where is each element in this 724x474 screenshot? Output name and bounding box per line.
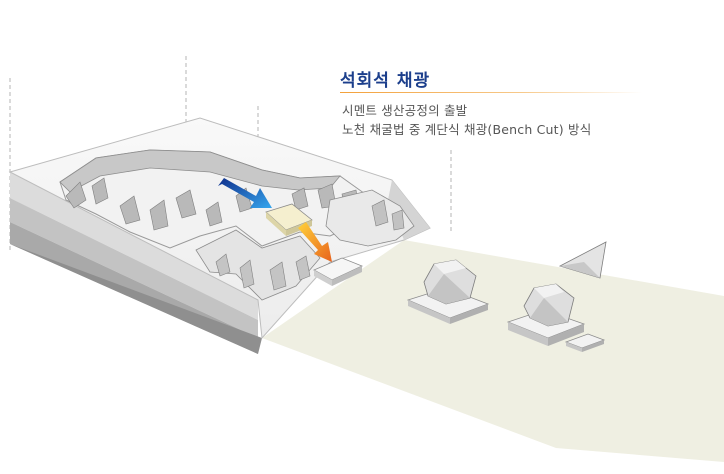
lower-stone-slab	[313, 257, 364, 286]
front-face-base	[10, 244, 262, 354]
description-line-2: 노천 채굴법 중 계단식 채광(Bench Cut) 방식	[342, 122, 592, 137]
transport-arrow-orange	[298, 222, 332, 262]
title-underline	[340, 92, 642, 93]
transport-arrow-blue	[218, 178, 272, 208]
rock-pile-1	[406, 259, 490, 324]
ground-plane	[262, 240, 724, 462]
right-rock-lobe	[325, 189, 415, 247]
front-face-stratum-2	[10, 198, 258, 338]
rock-pile-2	[506, 283, 606, 352]
diagram-title: 석회석 채광	[340, 71, 431, 91]
front-cliff-facets	[215, 253, 311, 291]
rock-shard	[558, 241, 607, 279]
right-lobe-facets	[371, 199, 405, 231]
front-face-stratum-1	[10, 172, 258, 320]
description-line-1: 시멘트 생산공정의 출발	[342, 103, 468, 118]
quarry-block	[8, 117, 431, 354]
